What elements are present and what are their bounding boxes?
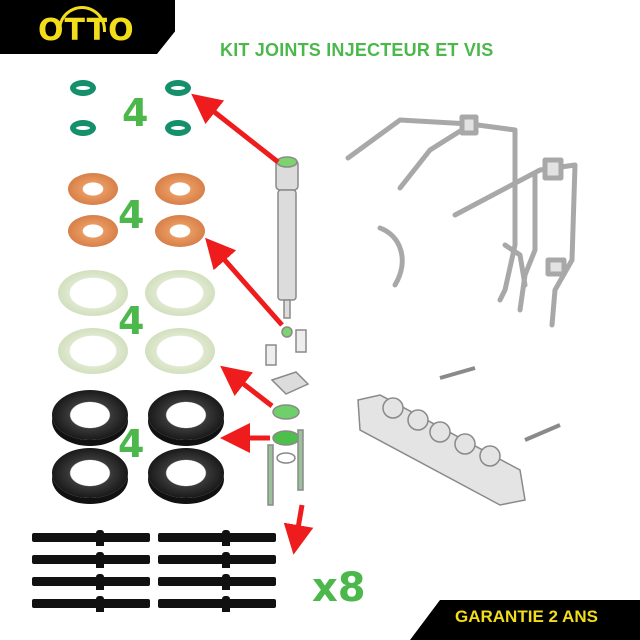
quantity-label: 4: [118, 422, 145, 466]
stud-collar-icon: [222, 552, 230, 568]
quantity-label: 4: [122, 91, 149, 135]
quantity-label: 4: [118, 299, 145, 343]
brand-logo: OTTO: [38, 13, 135, 48]
stud-collar-icon: [222, 596, 230, 612]
o-ring-icon: [165, 120, 191, 136]
stud-icon: [158, 555, 276, 564]
quantity-label: x8: [312, 565, 366, 611]
copper-washer-icon: [155, 173, 205, 205]
arrow-to-studs: [283, 504, 314, 555]
copper-washer-icon: [68, 173, 118, 205]
fuel-pipes: [345, 114, 578, 328]
stud-icon: [158, 599, 276, 608]
stud-collar-icon: [96, 574, 104, 590]
stud-icon: [158, 533, 276, 542]
copper-washer-icon: [155, 215, 205, 247]
o-ring-icon: [70, 120, 96, 136]
plastic-ring-icon: [58, 270, 128, 316]
stud-icon: [158, 577, 276, 586]
stud-collar-icon: [96, 530, 104, 546]
black-seal-icon: [52, 448, 128, 498]
arrow-to-o-rings: [191, 93, 280, 164]
product-title: KIT JOINTS INJECTEUR ET VIS: [220, 40, 494, 60]
arrow-to-plastic-rings: [220, 365, 274, 408]
stud-icon: [32, 533, 150, 542]
arrow-to-copper-washers: [205, 237, 284, 327]
stud-collar-icon: [96, 596, 104, 612]
injector: [265, 156, 310, 506]
stud-collar-icon: [222, 530, 230, 546]
black-seal-icon: [148, 448, 224, 498]
fuel-rail: [357, 366, 561, 506]
guarantee-banner: [410, 600, 640, 640]
stud-collar-icon: [96, 552, 104, 568]
guarantee-text: GARANTIE 2 ANS: [455, 607, 598, 626]
black-seal-icon: [148, 390, 224, 440]
plastic-ring-icon: [58, 328, 128, 374]
stud-icon: [32, 555, 150, 564]
o-ring-icon: [165, 80, 191, 96]
stud-icon: [32, 599, 150, 608]
black-seal-icon: [52, 390, 128, 440]
quantity-label: 4: [118, 193, 145, 237]
plastic-ring-icon: [145, 270, 215, 316]
copper-washer-icon: [68, 215, 118, 247]
stud-collar-icon: [222, 574, 230, 590]
o-ring-icon: [70, 80, 96, 96]
plastic-ring-icon: [145, 328, 215, 374]
arrows: [191, 93, 314, 555]
stud-icon: [32, 577, 150, 586]
